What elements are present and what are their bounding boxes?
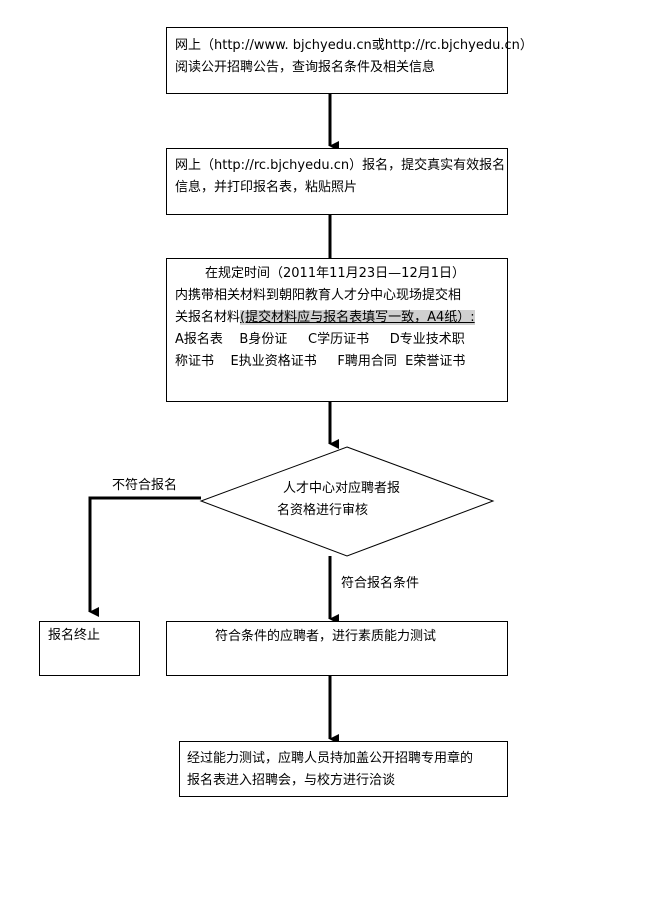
- step3-line2: 内携带相关材料到朝阳教育人才分中心现场提交相: [175, 288, 462, 303]
- step3-line3-prefix: 关报名材料: [175, 310, 241, 325]
- step1-line1: 网上（http://www. bjchyedu.cn或http://rc.bjc…: [175, 38, 533, 53]
- step-ability-test: 符合条件的应聘者，进行素质能力测试: [166, 621, 508, 676]
- step1-line2: 阅读公开招聘公告，查询报名条件及相关信息: [175, 60, 436, 75]
- step2-line2: 信息，并打印报名表，粘贴照片: [175, 180, 358, 195]
- step-online-registration: 网上（http://rc.bjchyedu.cn）报名，提交真实有效报名 信息，…: [166, 148, 508, 215]
- terminate-text: 报名终止: [48, 628, 101, 643]
- label-qualified: 符合报名条件: [341, 576, 420, 591]
- decision-diamond: [199, 446, 495, 557]
- label-not-qualified: 不符合报名: [112, 478, 178, 493]
- decision-line2: 名资格进行审核: [277, 503, 369, 518]
- step-registration-terminated: 报名终止: [39, 621, 140, 676]
- step3-line3: 关报名材料(提交材料应与报名表填写一致，A4纸）:: [175, 307, 507, 329]
- step3-line1: 在规定时间（2011年11月23日—12月1日）: [205, 266, 465, 281]
- step-job-fair: 经过能力测试，应聘人员持加盖公开招聘专用章的 报名表进入招聘会，与校方进行洽谈: [179, 741, 508, 797]
- step2-line1: 网上（http://rc.bjchyedu.cn）报名，提交真实有效报名: [175, 158, 506, 173]
- connector-decision-no: [88, 496, 201, 617]
- step-online-announcement: 网上（http://www. bjchyedu.cn或http://rc.bjc…: [166, 27, 533, 94]
- decision-line1: 人才中心对应聘者报: [283, 481, 401, 496]
- step5-text: 符合条件的应聘者，进行素质能力测试: [215, 629, 437, 644]
- step6-line1: 经过能力测试，应聘人员持加盖公开招聘专用章的: [187, 751, 474, 766]
- step6-line2: 报名表进入招聘会，与校方进行洽谈: [187, 773, 396, 788]
- step-submit-materials: 在规定时间（2011年11月23日—12月1日） 内携带相关材料到朝阳教育人才分…: [166, 258, 508, 402]
- step3-line3-highlight: (提交材料应与报名表填写一致，A4纸）:: [240, 310, 475, 325]
- step3-line4: A报名表 B身份证 C学历证书 D专业技术职: [175, 332, 465, 347]
- step3-line5: 称证书 E执业资格证书 F聘用合同 E荣誉证书: [175, 354, 466, 369]
